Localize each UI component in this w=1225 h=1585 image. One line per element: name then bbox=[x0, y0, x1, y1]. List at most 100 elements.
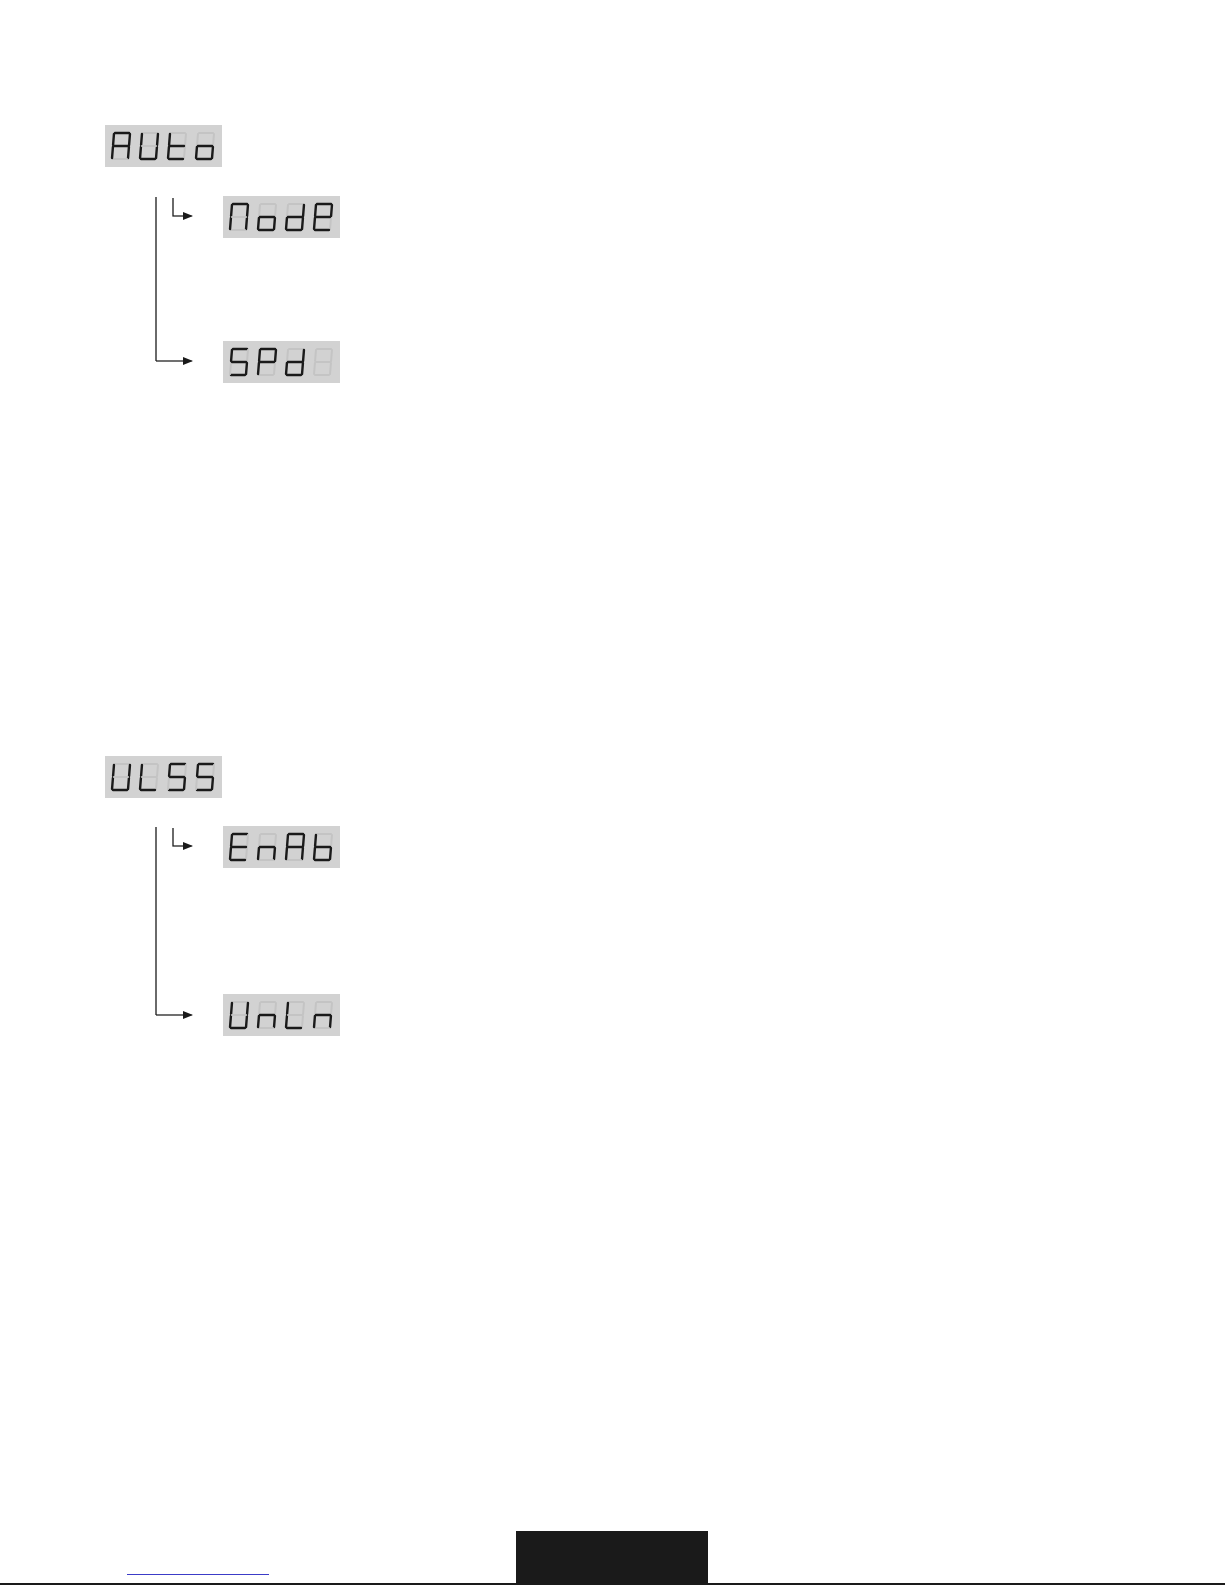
readout-text: UnLn bbox=[223, 994, 226, 995]
digit-3 bbox=[286, 349, 304, 375]
segment-b bbox=[303, 350, 304, 361]
segment-b bbox=[213, 765, 214, 776]
digit-3 bbox=[168, 133, 186, 159]
segment-f bbox=[197, 765, 198, 776]
segment-c bbox=[184, 778, 185, 789]
segment-c bbox=[184, 147, 185, 158]
digit-1 bbox=[230, 204, 248, 230]
segment-b bbox=[129, 134, 130, 145]
digit-4 bbox=[314, 349, 332, 375]
segment-e bbox=[230, 218, 231, 229]
segment-f bbox=[141, 765, 142, 776]
segment-c bbox=[246, 1016, 247, 1027]
segment-c bbox=[212, 147, 213, 158]
footer-link-underline bbox=[127, 1574, 269, 1575]
digit-4 bbox=[314, 204, 332, 230]
segment-e bbox=[258, 848, 259, 859]
segment-b bbox=[275, 205, 276, 216]
segment-b bbox=[331, 205, 332, 216]
display-node: Node bbox=[223, 196, 340, 238]
readout-text: SPd bbox=[223, 341, 225, 342]
segment-f bbox=[315, 350, 316, 361]
segment-c bbox=[330, 218, 331, 229]
digit-3 bbox=[286, 1002, 304, 1028]
segment-e bbox=[168, 778, 169, 789]
readout-text: AUto bbox=[105, 125, 108, 126]
readout-text: Node bbox=[223, 196, 226, 197]
digit-2 bbox=[140, 133, 158, 159]
segment-e bbox=[314, 218, 315, 229]
segment-f bbox=[287, 205, 288, 216]
segment-f bbox=[231, 350, 232, 361]
segment-e bbox=[230, 1016, 231, 1027]
segment-f bbox=[315, 1003, 316, 1014]
segment-c bbox=[246, 363, 247, 374]
segment-e bbox=[286, 218, 287, 229]
segment-b bbox=[129, 765, 130, 776]
segment-b bbox=[331, 835, 332, 846]
segment-b bbox=[247, 205, 248, 216]
segment-f bbox=[169, 134, 170, 145]
digit-1 bbox=[112, 764, 130, 790]
segment-b bbox=[157, 134, 158, 145]
segment-f bbox=[231, 1003, 232, 1014]
segment-b bbox=[331, 350, 332, 361]
segment-f bbox=[315, 205, 316, 216]
segment-f bbox=[141, 134, 142, 145]
segment-c bbox=[302, 848, 303, 859]
segment-e bbox=[258, 218, 259, 229]
segment-c bbox=[274, 363, 275, 374]
segment-b bbox=[303, 205, 304, 216]
branch-arrow-1 bbox=[173, 828, 192, 846]
segment-b bbox=[247, 350, 248, 361]
segment-f bbox=[169, 765, 170, 776]
segment-e bbox=[258, 1016, 259, 1027]
segment-c bbox=[330, 1016, 331, 1027]
seven-segment-readout: ULSS bbox=[105, 756, 222, 798]
segment-e bbox=[314, 848, 315, 859]
digit-1 bbox=[112, 133, 130, 159]
segment-f bbox=[287, 350, 288, 361]
segment-b bbox=[303, 1003, 304, 1014]
segment-b bbox=[303, 835, 304, 846]
seven-segment-readout: SPd bbox=[223, 341, 340, 383]
segment-b bbox=[247, 835, 248, 846]
display-ulss: ULSS bbox=[105, 756, 222, 798]
segment-e bbox=[196, 147, 197, 158]
segment-b bbox=[213, 134, 214, 145]
segment-e bbox=[196, 778, 197, 789]
readout-text: EnAb bbox=[223, 826, 226, 827]
segment-c bbox=[302, 363, 303, 374]
display-enab: EnAb bbox=[223, 826, 340, 868]
page-number-tab bbox=[516, 1531, 708, 1585]
segment-e bbox=[258, 363, 259, 374]
digit-1 bbox=[230, 834, 248, 860]
segment-c bbox=[302, 1016, 303, 1027]
segment-c bbox=[156, 778, 157, 789]
segment-e bbox=[286, 363, 287, 374]
segment-f bbox=[231, 835, 232, 846]
digit-2 bbox=[258, 834, 276, 860]
seven-segment-readout: UnLn bbox=[223, 994, 340, 1036]
segment-c bbox=[156, 147, 157, 158]
connector-group-1 bbox=[156, 197, 192, 361]
segment-f bbox=[231, 205, 232, 216]
segment-f bbox=[197, 134, 198, 145]
digit-1 bbox=[230, 349, 248, 375]
digit-4 bbox=[196, 133, 214, 159]
segment-e bbox=[286, 1016, 287, 1027]
digit-2 bbox=[258, 1002, 276, 1028]
segment-f bbox=[259, 350, 260, 361]
segment-c bbox=[274, 218, 275, 229]
segment-f bbox=[113, 134, 114, 145]
digit-4 bbox=[314, 834, 332, 860]
segment-c bbox=[302, 218, 303, 229]
segment-f bbox=[287, 1003, 288, 1014]
segment-c bbox=[274, 848, 275, 859]
seven-segment-readout: EnAb bbox=[223, 826, 340, 868]
segment-b bbox=[275, 835, 276, 846]
segment-f bbox=[315, 835, 316, 846]
segment-b bbox=[275, 1003, 276, 1014]
segment-e bbox=[140, 147, 141, 158]
display-unln: UnLn bbox=[223, 994, 340, 1036]
